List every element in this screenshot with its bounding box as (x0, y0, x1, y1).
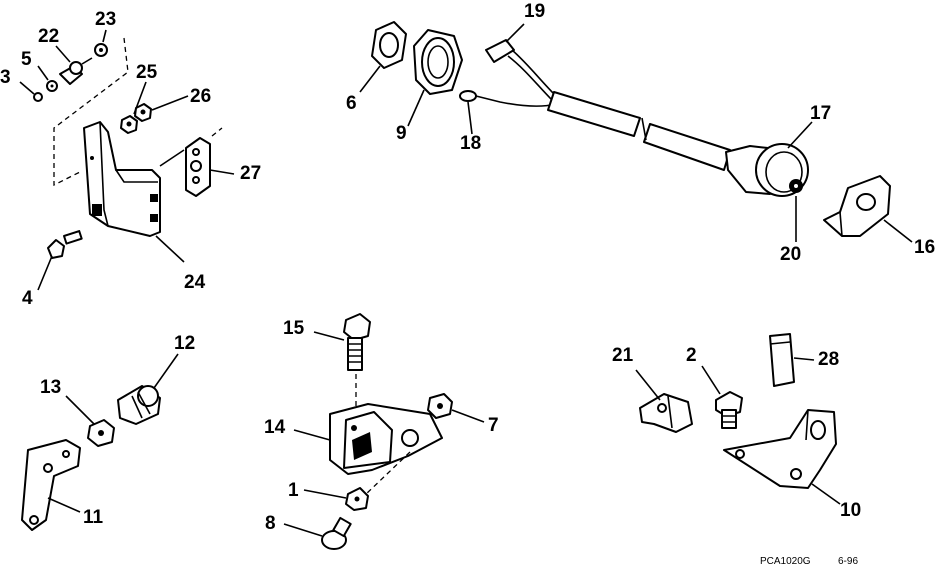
assembly-dashed-outline (53, 37, 129, 187)
callout-24: 24 (184, 272, 206, 293)
part-11-link (21, 439, 81, 531)
part-18-ring-terminal (459, 90, 557, 107)
callout-16: 16 (914, 237, 936, 258)
leader-13 (65, 395, 95, 425)
callout-22: 22 (38, 26, 60, 47)
part-25-nut (120, 115, 138, 134)
part-16-bracket (823, 175, 891, 237)
callout-14: 14 (264, 417, 286, 438)
part-12-knob (117, 385, 161, 425)
leader-21 (635, 369, 661, 401)
part-23-washer (94, 43, 108, 57)
part-24-bracket (83, 121, 161, 237)
part-21-clip (639, 393, 693, 433)
part-1-nut (345, 487, 369, 511)
callout-4: 4 (22, 288, 33, 309)
callout-3: 3 (0, 67, 11, 88)
callout-25: 25 (136, 62, 158, 83)
part-26-nut (134, 103, 152, 122)
reference-code: PCA1020G (760, 556, 811, 567)
leader-28 (793, 357, 815, 361)
callout-6: 6 (346, 93, 357, 114)
leader-16 (883, 219, 913, 243)
leader-22 (55, 45, 71, 63)
callout-5: 5 (21, 49, 32, 70)
callout-23: 23 (95, 9, 117, 30)
leader-24 (155, 235, 185, 263)
leader-10 (811, 483, 841, 505)
leader-14 (293, 429, 331, 441)
callout-26: 26 (190, 86, 212, 107)
leader-26 (151, 95, 189, 111)
callout-1: 1 (288, 480, 299, 501)
leader-7 (451, 409, 485, 423)
part-5-washer (46, 80, 58, 92)
callout-18: 18 (460, 133, 482, 154)
part-17-switch (725, 143, 809, 197)
part-13-nut (87, 419, 115, 447)
leader-1 (303, 489, 347, 499)
callout-17: 17 (810, 103, 832, 124)
callout-28: 28 (818, 349, 840, 370)
callout-9: 9 (396, 123, 407, 144)
callout-19: 19 (524, 1, 546, 22)
leader-11 (47, 497, 81, 513)
callout-10: 10 (840, 500, 862, 521)
leader-15 (313, 331, 345, 341)
part-9-boot (413, 29, 463, 95)
part-8-screw (321, 516, 352, 550)
leader-5 (37, 65, 49, 81)
kill-switch-cable (547, 91, 731, 171)
leader-4 (37, 255, 53, 291)
callout-11: 11 (83, 507, 104, 528)
leader-3 (19, 81, 35, 95)
leader-2 (701, 365, 721, 395)
leader-23 (102, 29, 107, 43)
callout-12: 12 (174, 333, 196, 354)
part-15-bolt (343, 313, 371, 371)
part-19-connector (485, 39, 557, 101)
part-3-washer (33, 92, 43, 102)
leader-25 (133, 81, 147, 115)
callout-21: 21 (612, 345, 634, 366)
part-22-ball-joint (59, 57, 93, 85)
leader-27 (209, 169, 235, 175)
callout-7: 7 (488, 415, 499, 436)
leader-17 (787, 121, 813, 149)
reference-date: 6-96 (838, 556, 859, 567)
callout-8: 8 (265, 513, 276, 534)
leader-18 (467, 101, 473, 135)
part-6-hex-nut (371, 21, 407, 69)
callout-27: 27 (240, 163, 262, 184)
leader-6 (359, 65, 381, 93)
part-2-screw (715, 391, 743, 429)
leader-12 (153, 353, 179, 389)
part-27-plate (185, 137, 211, 197)
part-28-pin (769, 333, 795, 387)
leader-8 (283, 523, 323, 537)
callout-13: 13 (40, 377, 62, 398)
bracket-plate-link (159, 149, 185, 167)
leader-19 (505, 23, 525, 43)
part-7-nut (427, 393, 453, 419)
leader-9 (407, 89, 425, 127)
callout-15: 15 (283, 318, 305, 339)
callout-20: 20 (780, 244, 802, 265)
part-10-bracket (723, 409, 837, 489)
callout-2: 2 (686, 345, 697, 366)
part-14-bracket (329, 403, 443, 475)
part-4-screw (47, 230, 83, 259)
